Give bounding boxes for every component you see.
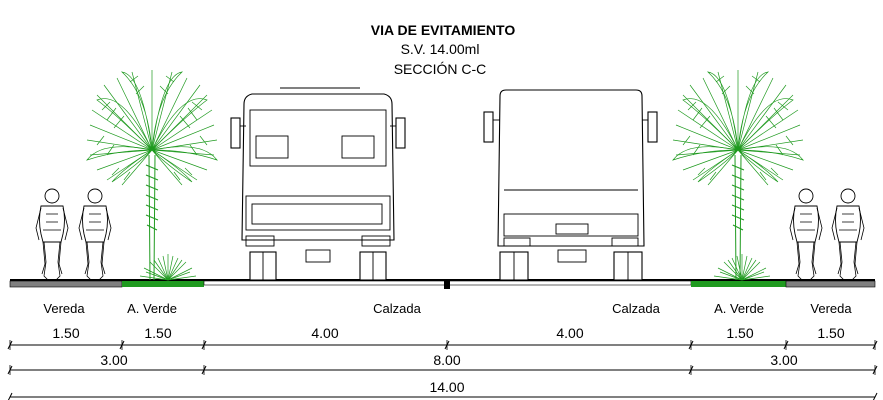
sidewalk-left bbox=[9, 280, 123, 288]
shrub-left bbox=[139, 253, 197, 281]
green-area-left bbox=[122, 281, 204, 287]
title-sub1: S.V. 14.00ml bbox=[401, 41, 480, 57]
dim-lateral-right: 3.00 bbox=[770, 352, 797, 368]
truck-front-view bbox=[230, 87, 406, 281]
ground-line bbox=[9, 279, 876, 289]
pedestrian-left-2 bbox=[78, 188, 112, 281]
green-area-right bbox=[691, 281, 786, 287]
palm-tree-left bbox=[86, 69, 218, 281]
label-calzada-right: Calzada bbox=[612, 301, 660, 316]
title-main: VIA DE EVITAMIENTO bbox=[371, 22, 516, 38]
pedestrian-right-2 bbox=[831, 188, 865, 281]
dimension-row-1 bbox=[7, 340, 878, 350]
dim-verde-left: 1.50 bbox=[144, 325, 171, 341]
label-vereda-left: Vereda bbox=[43, 301, 85, 316]
median-marker bbox=[444, 280, 450, 289]
bus-rear-view bbox=[483, 89, 658, 281]
dim-total-width: 14.00 bbox=[429, 379, 464, 395]
dim-calzada-right: 4.00 bbox=[556, 325, 583, 341]
palm-tree-right bbox=[672, 69, 804, 281]
dim-lateral-left: 3.00 bbox=[100, 352, 127, 368]
label-verde-right: A. Verde bbox=[714, 301, 764, 316]
pedestrian-right-1 bbox=[789, 188, 823, 281]
dimension-row-2 bbox=[7, 365, 878, 375]
label-vereda-right: Vereda bbox=[810, 301, 852, 316]
dim-vereda-right: 1.50 bbox=[817, 325, 844, 341]
label-calzada-left: Calzada bbox=[373, 301, 421, 316]
dim-calzada-total: 8.00 bbox=[433, 352, 460, 368]
shrub-right bbox=[713, 253, 771, 281]
dim-vereda-left: 1.50 bbox=[52, 325, 79, 341]
title-sub2: SECCIÓN C-C bbox=[394, 61, 487, 77]
sidewalk-right bbox=[785, 280, 876, 288]
dim-verde-right: 1.50 bbox=[726, 325, 753, 341]
dim-calzada-left: 4.00 bbox=[311, 325, 338, 341]
pedestrian-left-1 bbox=[35, 188, 69, 281]
label-verde-left: A. Verde bbox=[127, 301, 177, 316]
